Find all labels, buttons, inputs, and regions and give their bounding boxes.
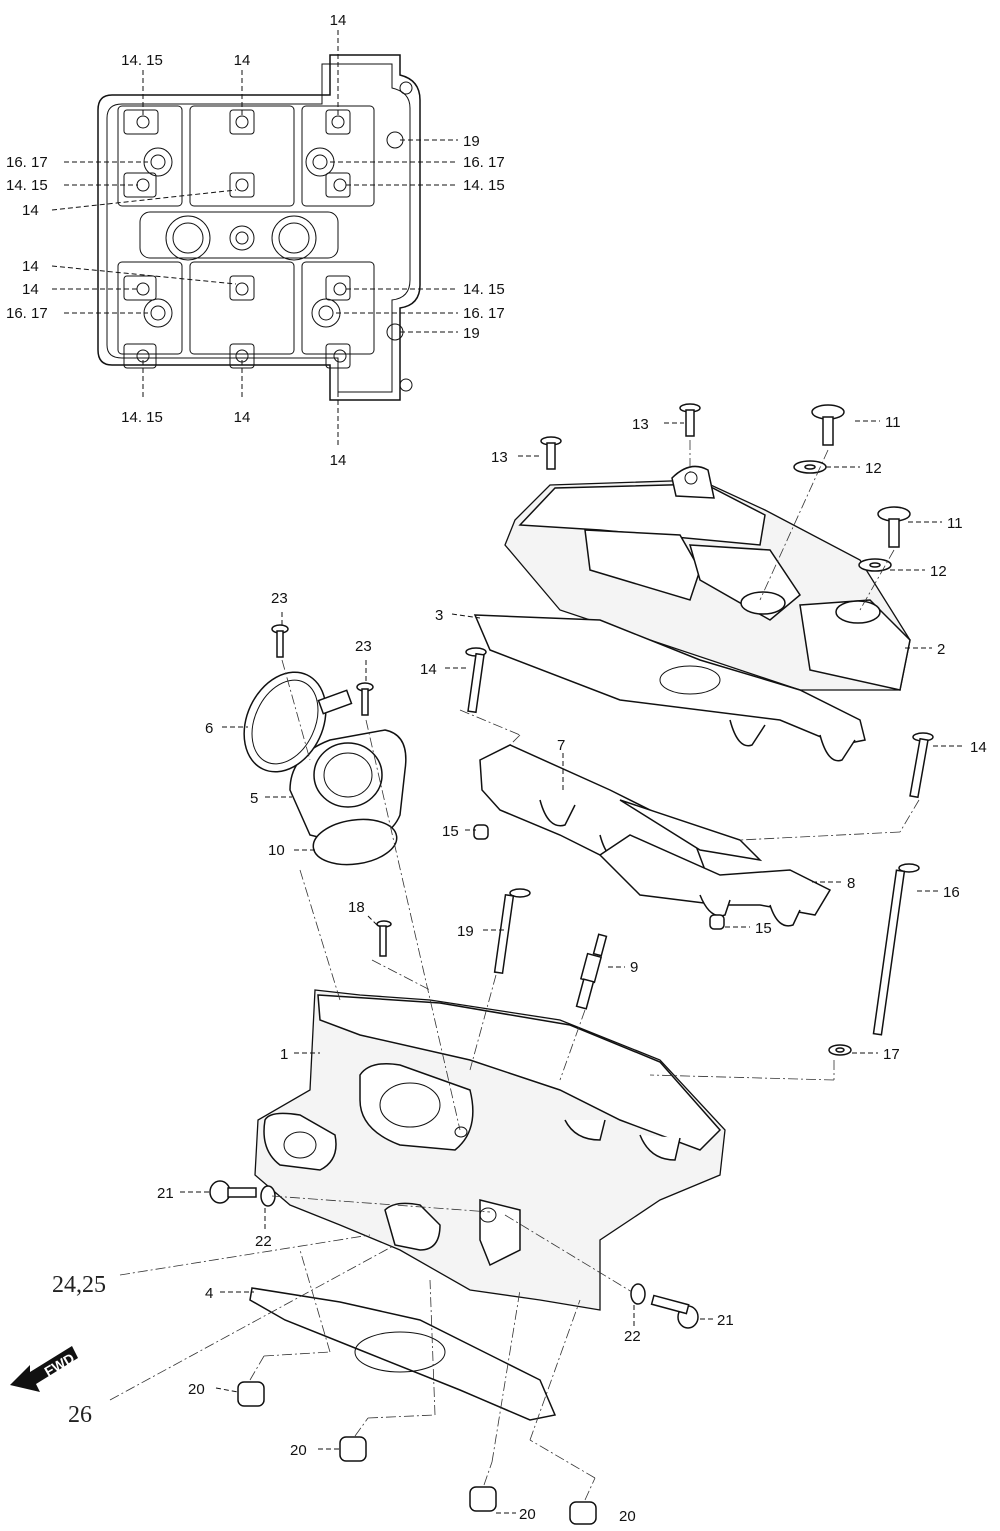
inset-label-left-1: 16. 17 xyxy=(6,154,48,171)
label-20-b: 20 xyxy=(290,1442,307,1459)
inset-label-right-4: 14. 15 xyxy=(463,281,505,298)
label-14-a: 14 xyxy=(420,661,437,678)
head-bolts xyxy=(376,647,934,1056)
label-6: 6 xyxy=(205,720,213,737)
label-18: 18 xyxy=(348,899,365,916)
label-11-b: 11 xyxy=(947,515,963,532)
label-20-d: 20 xyxy=(619,1508,636,1525)
label-2: 2 xyxy=(937,641,945,658)
label-15-a: 15 xyxy=(442,823,459,840)
label-13-a: 13 xyxy=(632,416,649,433)
inset-label-top-left: 14. 15 xyxy=(121,52,163,69)
head-gasket xyxy=(249,1287,557,1421)
cover-gasket xyxy=(473,614,866,762)
label-21-b: 21 xyxy=(717,1312,734,1329)
label-26: 26 xyxy=(68,1402,92,1428)
label-20-c: 20 xyxy=(519,1506,536,1523)
inset-label-left-5: 14 xyxy=(22,281,39,298)
label-3: 3 xyxy=(435,607,443,624)
label-20-a: 20 xyxy=(188,1381,205,1398)
centre-lines xyxy=(109,440,920,1501)
inset-label-left-4: 14 xyxy=(22,258,39,275)
label-7: 7 xyxy=(557,737,565,754)
label-23-b: 23 xyxy=(355,638,372,655)
label-12-b: 12 xyxy=(930,563,947,580)
inset-label-left-2: 14. 15 xyxy=(6,177,48,194)
inset-label-right-6: 19 xyxy=(463,325,480,342)
label-1: 1 xyxy=(280,1046,288,1063)
leader-lines xyxy=(180,420,965,1529)
label-21-a: 21 xyxy=(157,1185,174,1202)
dowel-pins xyxy=(237,1381,597,1525)
cylinder-head xyxy=(254,989,726,1311)
forward-arrow-icon: FWD xyxy=(10,1346,78,1392)
cylinder-head-cover xyxy=(504,465,911,691)
label-14-b: 14 xyxy=(970,739,987,756)
camshaft-holders xyxy=(479,744,832,927)
inset-label-bottom-center: 14 xyxy=(234,409,251,426)
cover-bolts xyxy=(540,403,911,572)
label-17: 17 xyxy=(883,1046,900,1063)
inset-label-left-6: 16. 17 xyxy=(6,305,48,322)
label-9: 9 xyxy=(630,959,638,976)
inset-label-right-1: 19 xyxy=(463,133,480,150)
inset-label-bottom-left: 14. 15 xyxy=(121,409,163,426)
label-22-a: 22 xyxy=(255,1233,272,1250)
inset-label-bottom: 14 xyxy=(330,452,347,469)
label-8: 8 xyxy=(847,875,855,892)
label-12-a: 12 xyxy=(865,460,882,477)
label-16: 16 xyxy=(943,884,960,901)
label-22-b: 22 xyxy=(624,1328,641,1345)
intake-assembly xyxy=(243,624,407,866)
inset-bolt-pattern: 14 14. 15 14 16. 17 14. 15 14 14 14 16. … xyxy=(6,12,505,469)
label-10: 10 xyxy=(268,842,285,859)
label-23-a: 23 xyxy=(271,590,288,607)
inset-label-right-5: 16. 17 xyxy=(463,305,505,322)
part-labels: 13 13 11 12 11 12 2 3 23 23 6 5 14 14 7 … xyxy=(52,414,987,1525)
side-bolts xyxy=(209,1180,699,1329)
inset-label-left-3: 14 xyxy=(22,202,39,219)
inset-label-top: 14 xyxy=(330,12,347,29)
label-24-25: 24,25 xyxy=(52,1272,106,1298)
inset-label-top-center: 14 xyxy=(234,52,251,69)
label-4: 4 xyxy=(205,1285,213,1302)
label-19: 19 xyxy=(457,923,474,940)
inset-label-right-2: 16. 17 xyxy=(463,154,505,171)
inset-label-right-3: 14. 15 xyxy=(463,177,505,194)
label-11-a: 11 xyxy=(885,414,901,431)
label-13-b: 13 xyxy=(491,449,508,466)
label-5: 5 xyxy=(250,790,258,807)
label-15-b: 15 xyxy=(755,920,772,937)
